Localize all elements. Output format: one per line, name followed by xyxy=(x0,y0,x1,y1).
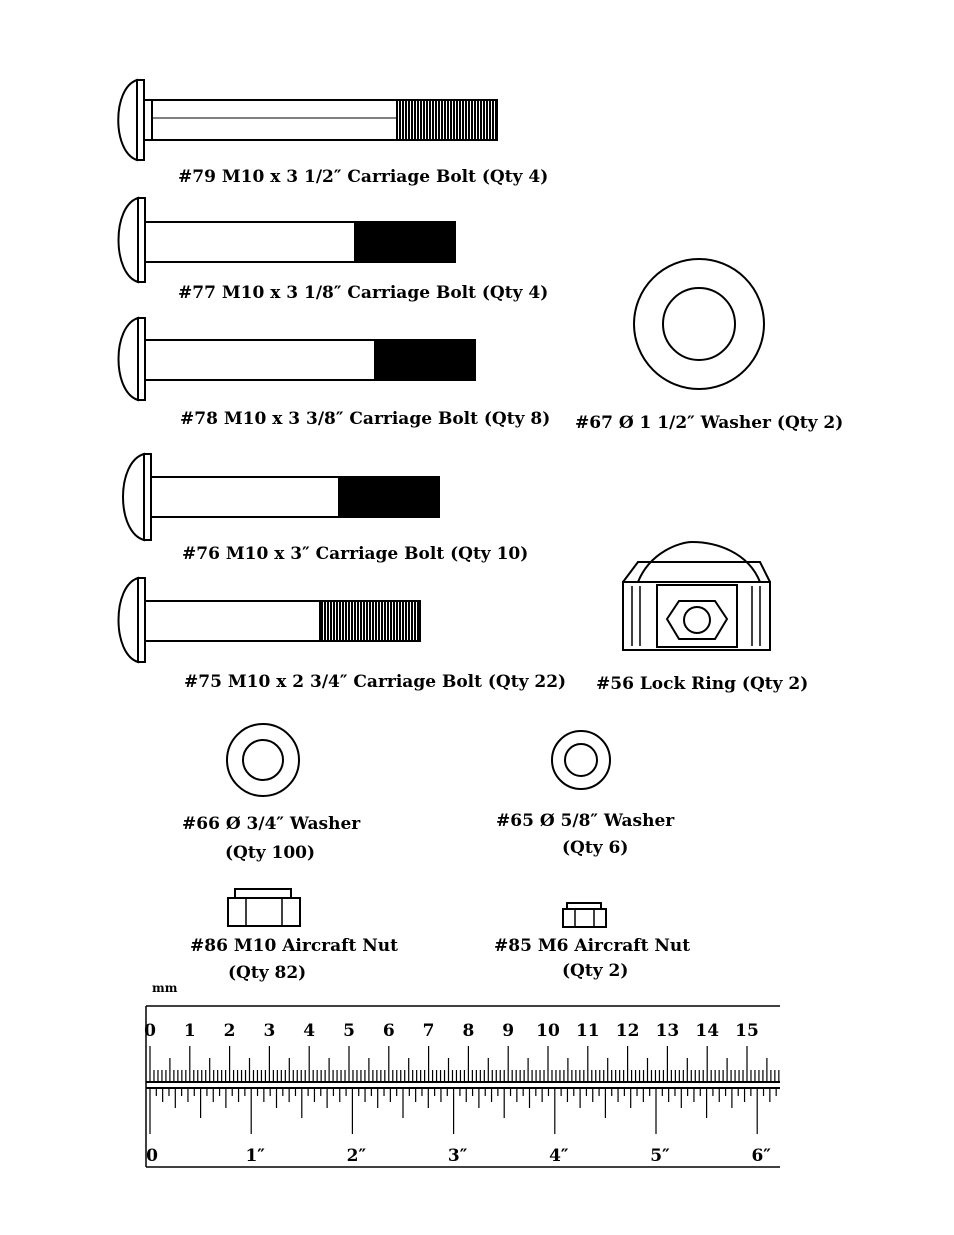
bolt-78-label: #78 M10 x 3 3/8″ Carriage Bolt (Qty 8) xyxy=(180,409,550,429)
washer-66-label-line2: (Qty 100) xyxy=(225,843,315,863)
cm-label: 15 xyxy=(735,1021,759,1041)
cm-label: 8 xyxy=(462,1021,474,1041)
inch-label: 1″ xyxy=(245,1146,265,1166)
cm-label: 2 xyxy=(224,1021,236,1041)
cm-label: 5 xyxy=(343,1021,355,1041)
washer-67-icon xyxy=(633,258,765,390)
nut-85-label-line2: (Qty 2) xyxy=(562,961,628,981)
bolt-79-icon xyxy=(117,78,498,162)
washer-65-icon xyxy=(551,730,611,790)
cm-label: 9 xyxy=(502,1021,514,1041)
cm-label: 7 xyxy=(423,1021,435,1041)
washer-65-label-line1: #65 Ø 5/8″ Washer xyxy=(496,811,675,831)
nut-86-label-line1: #86 M10 Aircraft Nut xyxy=(190,936,398,956)
lock-ring-56-label: #56 Lock Ring (Qty 2) xyxy=(596,674,808,694)
nut-86-label-line2: (Qty 82) xyxy=(228,963,306,983)
bolt-75-label: #75 M10 x 2 3/4″ Carriage Bolt (Qty 22) xyxy=(184,672,566,692)
cm-label: 6 xyxy=(383,1021,395,1041)
cm-label: 11 xyxy=(576,1021,600,1041)
inch-label: 6″ xyxy=(751,1146,771,1166)
cm-label: 13 xyxy=(656,1021,680,1041)
washer-65-label-line2: (Qty 6) xyxy=(562,838,628,858)
washer-66-icon xyxy=(226,723,300,797)
cm-label: 3 xyxy=(263,1021,275,1041)
bolt-76-icon xyxy=(122,452,440,542)
cm-label: 12 xyxy=(616,1021,640,1041)
bolt-77-label: #77 M10 x 3 1/8″ Carriage Bolt (Qty 4) xyxy=(178,283,548,303)
bolt-78-icon xyxy=(117,316,476,402)
bolt-76-label: #76 M10 x 3″ Carriage Bolt (Qty 10) xyxy=(182,544,528,564)
cm-label: 0 xyxy=(144,1021,156,1041)
washer-66-label-line1: #66 Ø 3/4″ Washer xyxy=(182,814,361,834)
ruler-unit-label: mm xyxy=(152,981,178,995)
nut-85-label-line1: #85 M6 Aircraft Nut xyxy=(494,936,690,956)
inch-label: 3″ xyxy=(448,1146,468,1166)
inch-label: 4″ xyxy=(549,1146,569,1166)
inch-label: 0 xyxy=(146,1146,158,1166)
nut-86-icon xyxy=(227,888,301,927)
washer-67-label: #67 Ø 1 1/2″ Washer (Qty 2) xyxy=(575,413,843,433)
lock-ring-56-icon xyxy=(622,540,771,651)
bolt-75-icon xyxy=(117,576,421,664)
cm-label: 4 xyxy=(303,1021,315,1041)
nut-85-icon xyxy=(562,902,607,928)
inch-scale-ticks xyxy=(149,1088,777,1134)
bolt-79-label: #79 M10 x 3 1/2″ Carriage Bolt (Qty 4) xyxy=(178,167,548,187)
cm-label: 14 xyxy=(695,1021,719,1041)
bolt-77-icon xyxy=(117,196,456,284)
inch-scale-labels: 0 1″ 2″ 3″ 4″ 5″ 6″ xyxy=(146,1146,771,1166)
cm-label: 1 xyxy=(184,1021,196,1041)
inch-label: 5″ xyxy=(650,1146,670,1166)
cm-label: 10 xyxy=(536,1021,560,1041)
inch-label: 2″ xyxy=(347,1146,367,1166)
mm-scale-ticks xyxy=(149,1046,780,1082)
